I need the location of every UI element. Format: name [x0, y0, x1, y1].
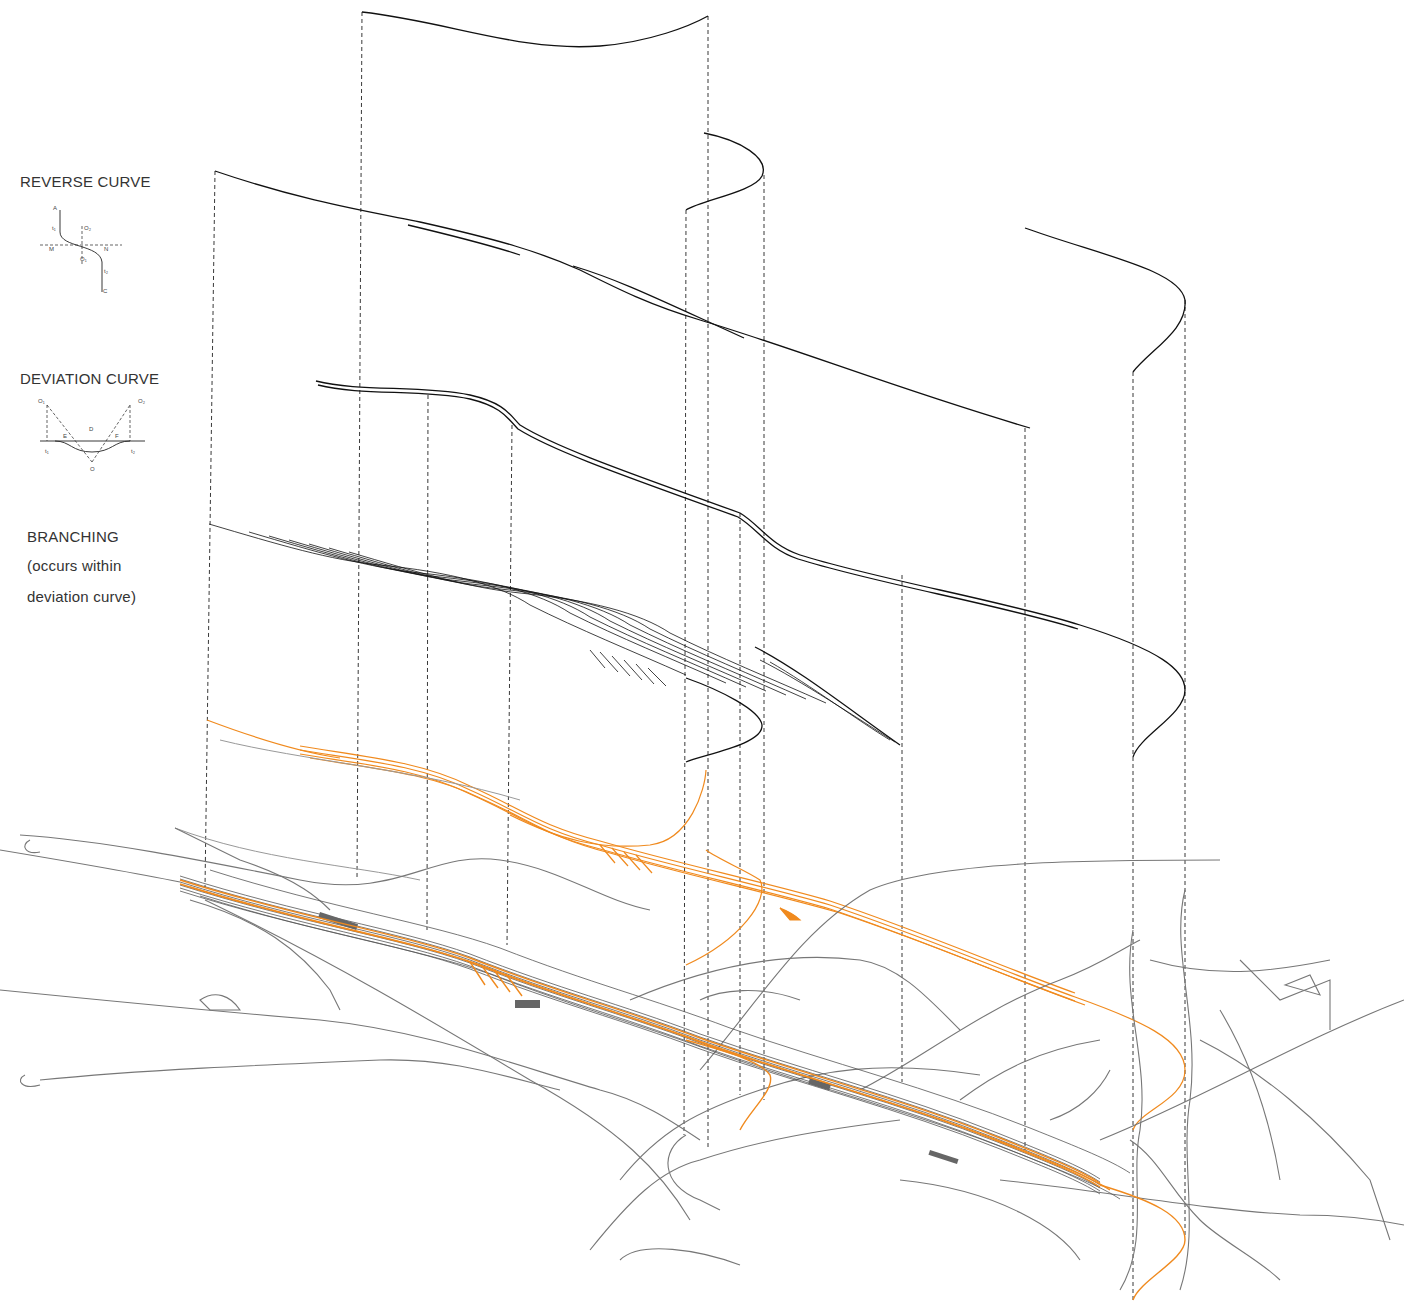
section-label: REVERSE CURVE — [20, 173, 151, 190]
diagram-letter: O — [90, 466, 95, 472]
diagram-letter: F — [115, 433, 119, 439]
diagram-letter: t₂ — [104, 268, 108, 274]
diagram-letter: O₂ — [84, 225, 91, 231]
diagram-letter: t₁ — [45, 448, 49, 454]
diagram-letter: C — [103, 288, 107, 294]
diagram-letter: O₂ — [138, 398, 145, 404]
section-label: DEVIATION CURVE — [20, 370, 159, 387]
diagram-letter: O₁ — [80, 256, 87, 262]
diagram-letter: D — [89, 426, 93, 432]
diagram-letter: t₁ — [52, 225, 56, 231]
section-label: (occurs within deviation curve) — [27, 550, 167, 612]
diagram-letter: E — [63, 433, 67, 439]
diagram-letter: M — [49, 246, 54, 252]
diagram-letter: A — [53, 205, 57, 211]
diagram-letter: t₂ — [131, 448, 135, 454]
diagram-letter: N — [104, 246, 108, 252]
diagram-letter: O₁ — [38, 398, 45, 404]
section-label: BRANCHING — [27, 528, 119, 545]
